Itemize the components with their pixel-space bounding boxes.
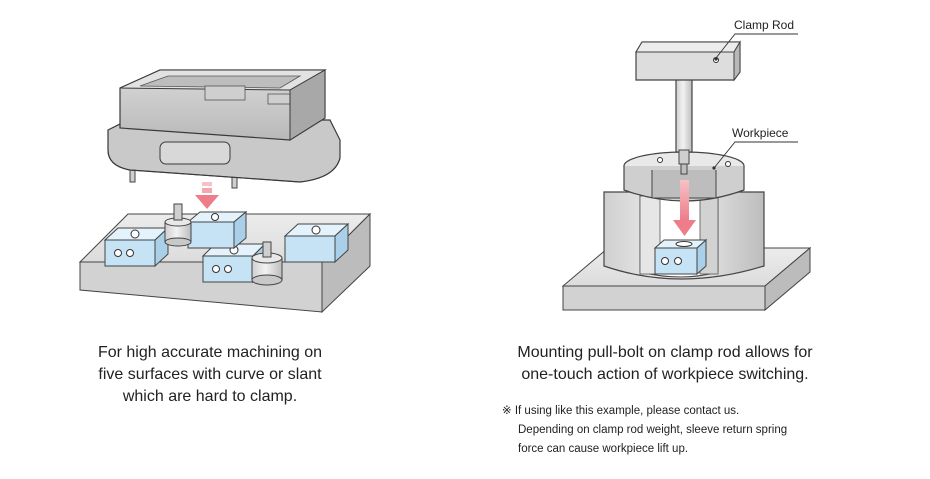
clamp-block: [103, 226, 170, 268]
caption-line: one-touch action of workpiece switching.: [521, 366, 809, 383]
right-illustration: [561, 33, 812, 312]
down-arrow-icon: [673, 180, 696, 236]
caption-line: Mounting pull-bolt on clamp rod allows f…: [517, 344, 813, 361]
clamp-block: [283, 222, 350, 264]
leader-lines: [712, 33, 798, 170]
note: ※ If using like this example, please con…: [502, 402, 787, 459]
caption-line: For high accurate machining on: [97, 344, 323, 361]
note-line: force can cause workpiece lift up.: [518, 443, 689, 455]
clamp-block: [186, 210, 248, 250]
clamp-rod-label: Clamp Rod: [734, 18, 795, 32]
cylinder-clamp: [164, 203, 192, 247]
down-arrow-icon: [195, 182, 219, 209]
caption-line: which are hard to clamp.: [122, 388, 298, 405]
workpiece-label: Workpiece: [732, 126, 789, 140]
right-caption: Mounting pull-bolt on clamp rod allows f…: [480, 342, 850, 386]
workpiece-housing: [107, 69, 341, 189]
note-line: Depending on clamp rod weight, sleeve re…: [518, 424, 788, 436]
cylinder-clamp: [251, 241, 283, 286]
left-caption: For high accurate machining on five surf…: [40, 342, 380, 408]
note-mark: ※: [502, 405, 512, 417]
caption-line: five surfaces with curve or slant: [98, 366, 322, 383]
clamp-rod: [635, 40, 741, 175]
left-illustration: [78, 69, 372, 314]
clamp-block: [653, 238, 708, 276]
note-line: If using like this example, please conta…: [514, 405, 740, 417]
